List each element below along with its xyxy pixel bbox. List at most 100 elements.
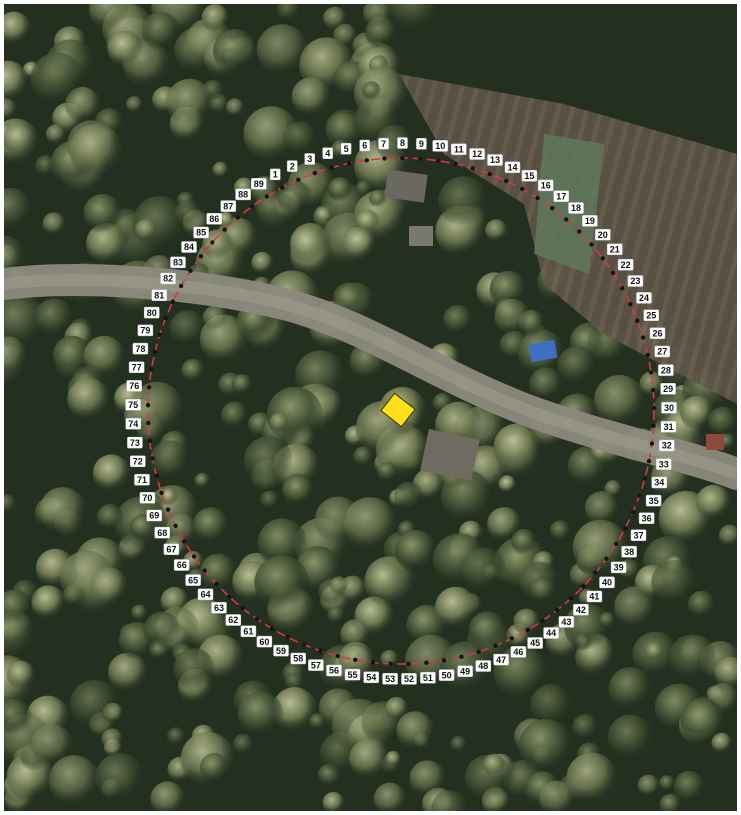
boundary-point[interactable] — [535, 195, 540, 201]
boundary-point[interactable] — [651, 405, 657, 411]
point-label-text: 35 — [649, 496, 659, 506]
point-label-text: 38 — [624, 547, 634, 557]
boundary-point[interactable] — [564, 217, 569, 222]
boundary-point[interactable] — [347, 161, 352, 166]
tree-crown — [373, 782, 407, 811]
boundary-point[interactable] — [312, 170, 317, 176]
boundary-point[interactable] — [173, 523, 178, 528]
boundary-point[interactable] — [642, 476, 647, 481]
boundary-point[interactable] — [509, 636, 514, 641]
boundary-point[interactable] — [623, 526, 628, 531]
boundary-point[interactable] — [577, 229, 582, 234]
boundary-point[interactable] — [550, 206, 555, 211]
boundary-point[interactable] — [157, 332, 162, 338]
boundary-point[interactable] — [388, 661, 393, 666]
boundary-point[interactable] — [214, 581, 219, 587]
boundary-point[interactable] — [635, 318, 640, 323]
boundary-point[interactable] — [424, 660, 429, 665]
boundary-point[interactable] — [364, 158, 369, 163]
boundary-point[interactable] — [147, 438, 152, 443]
boundary-point[interactable] — [568, 596, 573, 601]
boundary-point[interactable] — [370, 660, 376, 665]
boundary-point[interactable] — [406, 661, 411, 667]
boundary-point[interactable] — [165, 507, 171, 512]
boundary-point[interactable] — [178, 283, 184, 289]
boundary-point[interactable] — [318, 648, 323, 654]
boundary-point[interactable] — [222, 227, 227, 232]
boundary-point[interactable] — [525, 627, 530, 633]
boundary-point[interactable] — [459, 654, 464, 659]
point-label: 35 — [645, 494, 662, 507]
boundary-point[interactable] — [269, 626, 275, 631]
boundary-point[interactable] — [504, 178, 509, 184]
boundary-point[interactable] — [581, 583, 586, 589]
boundary-point[interactable] — [593, 570, 598, 575]
point-label: 53 — [382, 673, 398, 685]
boundary-point[interactable] — [254, 616, 260, 622]
boundary-point[interactable] — [188, 268, 193, 273]
boundary-point[interactable] — [249, 204, 255, 209]
boundary-point[interactable] — [145, 402, 151, 408]
boundary-point[interactable] — [301, 642, 307, 647]
boundary-point[interactable] — [520, 186, 525, 192]
boundary-point[interactable] — [146, 420, 151, 426]
boundary-point[interactable] — [296, 177, 301, 182]
boundary-point[interactable] — [487, 171, 492, 177]
boundary-point[interactable] — [382, 156, 387, 161]
boundary-point[interactable] — [614, 541, 619, 546]
boundary-point[interactable] — [600, 256, 605, 261]
boundary-point[interactable] — [637, 493, 642, 498]
boundary-point[interactable] — [264, 194, 269, 199]
boundary-point[interactable] — [610, 270, 616, 276]
boundary-point[interactable] — [620, 286, 625, 291]
boundary-point[interactable] — [650, 387, 656, 393]
boundary-point[interactable] — [170, 299, 175, 304]
boundary-point[interactable] — [651, 423, 656, 428]
boundary-point[interactable] — [418, 156, 423, 161]
boundary-point[interactable] — [285, 635, 290, 640]
boundary-point[interactable] — [150, 456, 155, 461]
boundary-point[interactable] — [476, 649, 481, 654]
boundary-point[interactable] — [435, 158, 441, 163]
boundary-point[interactable] — [226, 594, 232, 599]
center-marker[interactable] — [380, 392, 416, 428]
boundary-point[interactable] — [628, 302, 633, 307]
boundary-point[interactable] — [202, 568, 207, 573]
boundary-point[interactable] — [648, 370, 654, 375]
boundary-point[interactable] — [604, 556, 609, 561]
boundary-point[interactable] — [645, 352, 650, 357]
boundary-point[interactable] — [649, 441, 655, 446]
boundary-point[interactable] — [540, 618, 545, 623]
boundary-point[interactable] — [240, 606, 245, 611]
boundary-point[interactable] — [235, 215, 241, 220]
boundary-point[interactable] — [493, 643, 498, 648]
boundary-point[interactable] — [182, 539, 187, 544]
boundary-point[interactable] — [589, 242, 594, 247]
boundary-point[interactable] — [470, 166, 475, 171]
boundary-point[interactable] — [198, 254, 204, 259]
boundary-point[interactable] — [152, 349, 158, 355]
boundary-point[interactable] — [555, 607, 560, 613]
boundary-point[interactable] — [630, 510, 636, 515]
boundary-point[interactable] — [163, 315, 168, 321]
boundary-point[interactable] — [646, 459, 652, 464]
boundary-point[interactable] — [210, 240, 215, 245]
boundary-point[interactable] — [191, 554, 197, 559]
boundary-point[interactable] — [353, 657, 358, 662]
boundary-point[interactable] — [640, 335, 646, 340]
boundary-point[interactable] — [453, 161, 458, 167]
boundary-point[interactable] — [149, 367, 154, 372]
boundary-point[interactable] — [154, 473, 159, 479]
boundary-point[interactable] — [329, 165, 334, 170]
tree-crown — [637, 774, 660, 797]
boundary-point[interactable] — [441, 658, 447, 663]
point-label-text: 79 — [140, 326, 150, 336]
boundary-point[interactable] — [280, 185, 285, 190]
boundary-point[interactable] — [159, 490, 164, 496]
building-blue-roof — [528, 339, 558, 363]
boundary-point[interactable] — [335, 653, 340, 659]
boundary-point[interactable] — [146, 385, 152, 390]
boundary-point[interactable] — [400, 155, 405, 161]
